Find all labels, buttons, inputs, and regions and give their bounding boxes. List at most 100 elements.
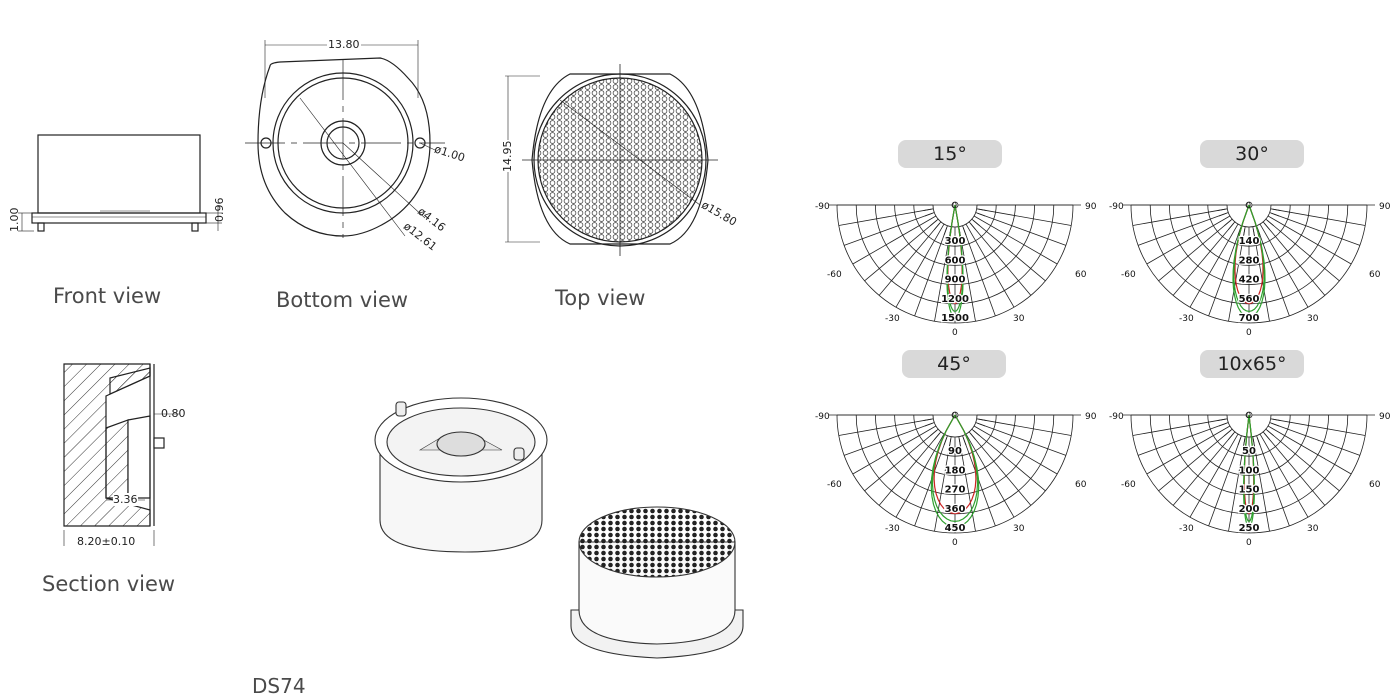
polar-tick (1271, 212, 1280, 217)
top-height-dim: 14.95 (501, 140, 514, 172)
polar-angle-label: 0 (1246, 538, 1252, 548)
polar-spoke (1137, 422, 1229, 456)
polar-tick (1267, 220, 1274, 226)
polar-spoke (852, 215, 937, 265)
polar-spoke (1132, 418, 1228, 436)
polar-tick (1218, 422, 1227, 427)
polar-curve-red (1234, 204, 1264, 305)
polar-spoke (1172, 431, 1236, 506)
top-view-drawing (505, 64, 718, 256)
polar-tick (923, 208, 932, 211)
model-label: DS74 (252, 674, 306, 698)
section-width-dim: 8.20±0.10 (77, 535, 136, 548)
top-view-label: Top view (555, 286, 646, 310)
polar-tick (943, 227, 948, 236)
polar-spoke (962, 225, 996, 317)
polar-tick (934, 433, 940, 440)
polar-spoke (1146, 215, 1231, 265)
polar-radial-label: 150 (1239, 485, 1260, 496)
polar-spoke (1146, 425, 1231, 475)
polar-radial-label: 450 (945, 523, 966, 534)
polar-spoke (934, 436, 952, 532)
front-height-dim: 1.00 (8, 207, 21, 233)
polar-curve-red (933, 414, 977, 515)
polar-angle-label: 60 (1369, 480, 1381, 490)
polar-spoke (1189, 433, 1239, 518)
polar-radial-label: 250 (1239, 523, 1260, 534)
polar-spoke (975, 422, 1067, 456)
polar-angle-label: 30 (1307, 314, 1319, 324)
polar-angle-label: -30 (1179, 524, 1194, 534)
polar-spoke (973, 425, 1058, 475)
polar-radial-label: 140 (1239, 236, 1260, 247)
polar-angle-label: -30 (885, 524, 900, 534)
polar-angle-label: -30 (1179, 314, 1194, 324)
polar-spoke (895, 433, 945, 518)
polar-tick (949, 438, 952, 447)
polar-radial-label: 300 (945, 236, 966, 247)
polar-radial-label: 360 (945, 504, 966, 515)
section-rim-dim: 0.80 (161, 407, 186, 420)
polar-angle-label: 30 (1307, 524, 1319, 534)
polar-tick (1224, 220, 1231, 226)
polar-radial-label: 180 (945, 465, 966, 476)
bottom-width-dim: 13.80 (327, 38, 361, 51)
polar-spoke (1262, 431, 1326, 506)
polar-tick (977, 212, 986, 217)
polar-tick (1228, 223, 1234, 230)
polar-radial-label: 100 (1239, 465, 1260, 476)
polar-tick (1217, 208, 1226, 211)
polar-radial-label: 270 (945, 485, 966, 496)
polar-spoke (1137, 212, 1229, 246)
polar-radial-label: 700 (1239, 313, 1260, 324)
polar-spoke (973, 215, 1058, 265)
polar-spoke (975, 212, 1067, 246)
polar-curve-green-inner (946, 204, 964, 313)
polar-radial-label: 200 (1239, 504, 1260, 515)
polar-spoke (1265, 218, 1340, 282)
lens-3d-render-top (570, 506, 744, 659)
polar-spoke (843, 212, 935, 246)
polar-spoke (864, 218, 939, 282)
polar-angle-label: -60 (827, 270, 842, 280)
polar-tick (943, 437, 948, 446)
polar-tick (978, 208, 987, 211)
polar-curve-green-inner (931, 414, 979, 523)
polar-angle-label: -90 (815, 412, 830, 422)
polar-angle-label: 0 (1246, 328, 1252, 338)
polar-angle-label: -90 (1109, 412, 1124, 422)
polar-spoke (852, 425, 937, 475)
polar-zero-top: 0 (952, 201, 957, 210)
polar-tick (1218, 212, 1227, 217)
polar-tick (1217, 418, 1226, 421)
polar-spoke (878, 221, 942, 296)
polar-tick (1237, 437, 1242, 446)
polar-spoke (1172, 221, 1236, 296)
polar-curve-green-inner (1243, 414, 1255, 523)
polar-spoke (895, 223, 945, 308)
front-base-dim: 0.96 (213, 197, 226, 223)
polar-angle-label: -60 (827, 480, 842, 490)
polar-spoke (1132, 208, 1228, 226)
polar-spoke (968, 221, 1032, 296)
polar-radial-label: 420 (1239, 275, 1260, 286)
front-view-label: Front view (53, 284, 162, 308)
polar-angle-label: 0 (952, 328, 958, 338)
polar-zero-top: 0 (1246, 201, 1251, 210)
polar-tick (1252, 438, 1255, 447)
polar-radial-label: 560 (1239, 294, 1260, 305)
polar-spoke (1252, 436, 1270, 532)
polar-spoke (1267, 215, 1352, 265)
polar-spoke (965, 433, 1015, 518)
polar-grid (1123, 411, 1375, 534)
polar-radial-label: 900 (945, 275, 966, 286)
polar-angle-label: 30 (1013, 314, 1025, 324)
polar-tick (1271, 422, 1280, 427)
polar-title-30: 30° (1200, 140, 1304, 168)
polar-spoke (1158, 218, 1233, 282)
polar-spoke (976, 208, 1072, 226)
polar-tick (958, 438, 961, 447)
lens-3d-render-bottom (374, 397, 548, 553)
